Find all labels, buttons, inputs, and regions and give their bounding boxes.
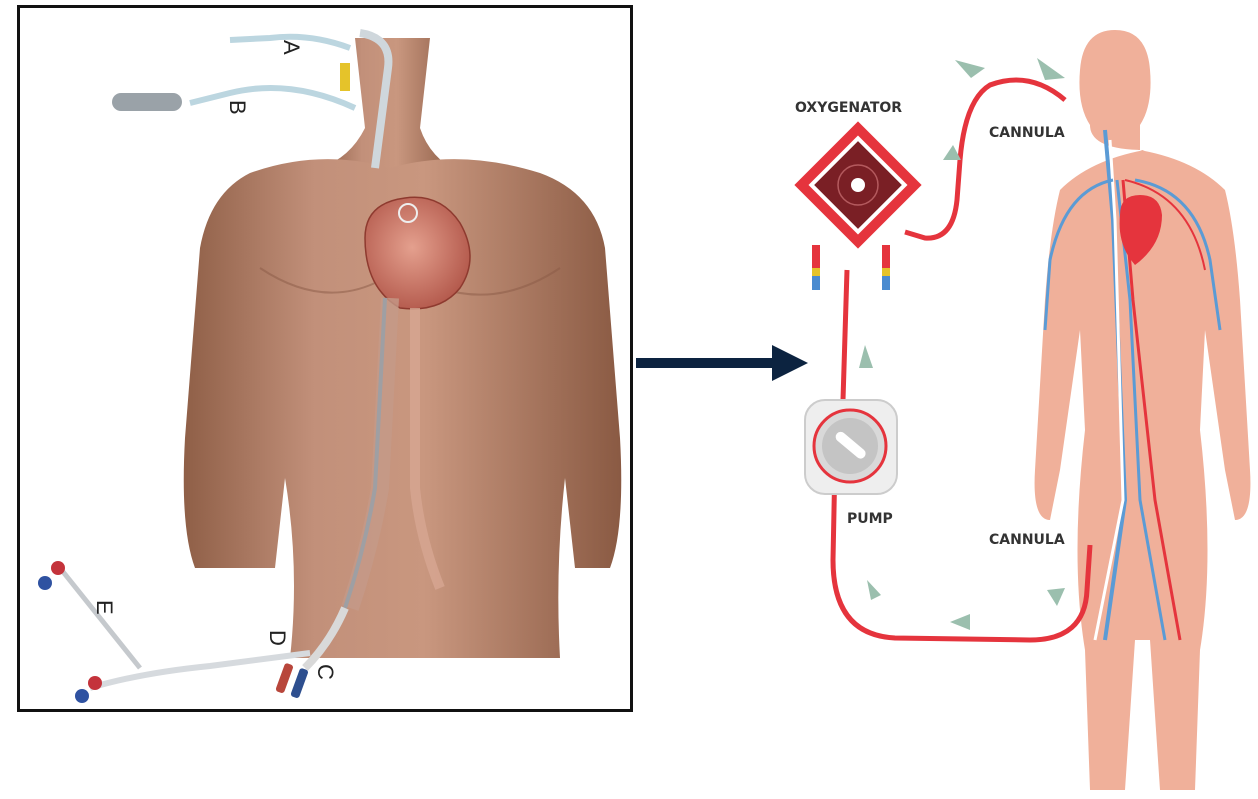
torso-illustration: A B C D E — [20, 8, 630, 709]
red-connector — [275, 663, 294, 694]
pump — [805, 400, 897, 494]
label-a: A — [279, 40, 304, 55]
pump-label: PUMP — [847, 511, 893, 527]
cannula-top-label: CANNULA — [989, 125, 1065, 141]
oxygenator-label: OXYGENATOR — [795, 100, 902, 116]
label-b: B — [225, 100, 250, 115]
label-d: D — [265, 630, 290, 646]
oxygenator — [794, 121, 921, 290]
device-e-arm — [60, 568, 140, 668]
cannula-bottom-label: CANNULA — [989, 532, 1065, 548]
blue-stopcock — [38, 576, 52, 590]
blue-connector — [290, 668, 309, 699]
oxygenator-core-icon — [851, 178, 865, 192]
label-c: C — [313, 664, 338, 680]
human-body-silhouette — [1035, 30, 1251, 790]
anatomy-illustration-panel: A B C D E — [17, 5, 633, 712]
red-stopcock — [51, 561, 65, 575]
tube-clamp — [340, 63, 350, 91]
device-e-tube — [90, 653, 310, 688]
ecmo-schematic-panel: OXYGENATOR CANNULA PUMP CANNULA — [635, 0, 1258, 799]
tube-b — [190, 88, 355, 108]
ecmo-schematic: OXYGENATOR CANNULA PUMP CANNULA — [635, 0, 1258, 799]
label-e: E — [92, 600, 117, 615]
device-b-handle — [112, 93, 182, 111]
return-tubing — [905, 80, 1065, 238]
